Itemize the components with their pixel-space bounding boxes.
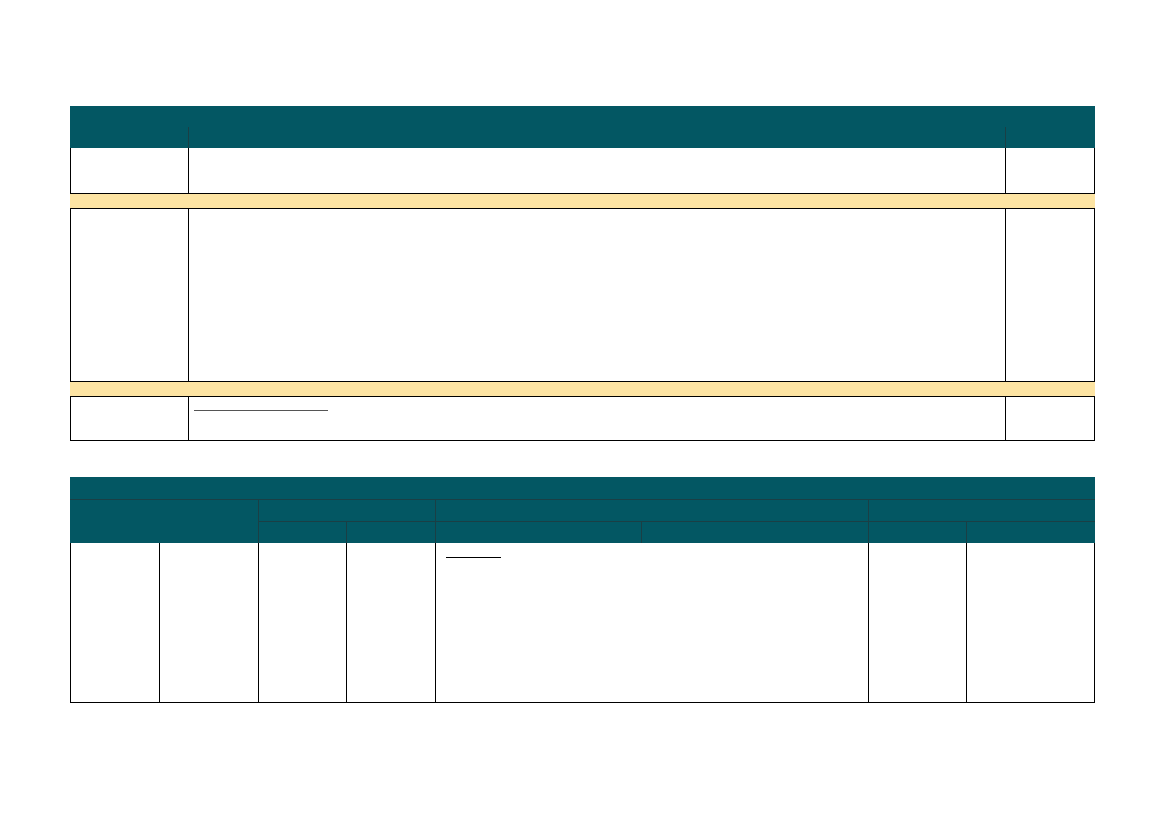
table-1-row-c: [70, 397, 1095, 441]
table-2-title-row: [70, 477, 1095, 499]
table-2-cell-5-link-underline: [446, 557, 501, 558]
table-2-data-row: [70, 543, 1095, 703]
table-1-header-row: [70, 127, 1095, 148]
table-1-row-b: [70, 209, 1095, 381]
table-1-band-2: [70, 381, 1095, 397]
table-1-band-1: [70, 193, 1095, 209]
table-1-row-a: [70, 148, 1095, 193]
table-1-title-row: [70, 106, 1095, 127]
table-1-row-c-link-underline: [194, 410, 328, 411]
